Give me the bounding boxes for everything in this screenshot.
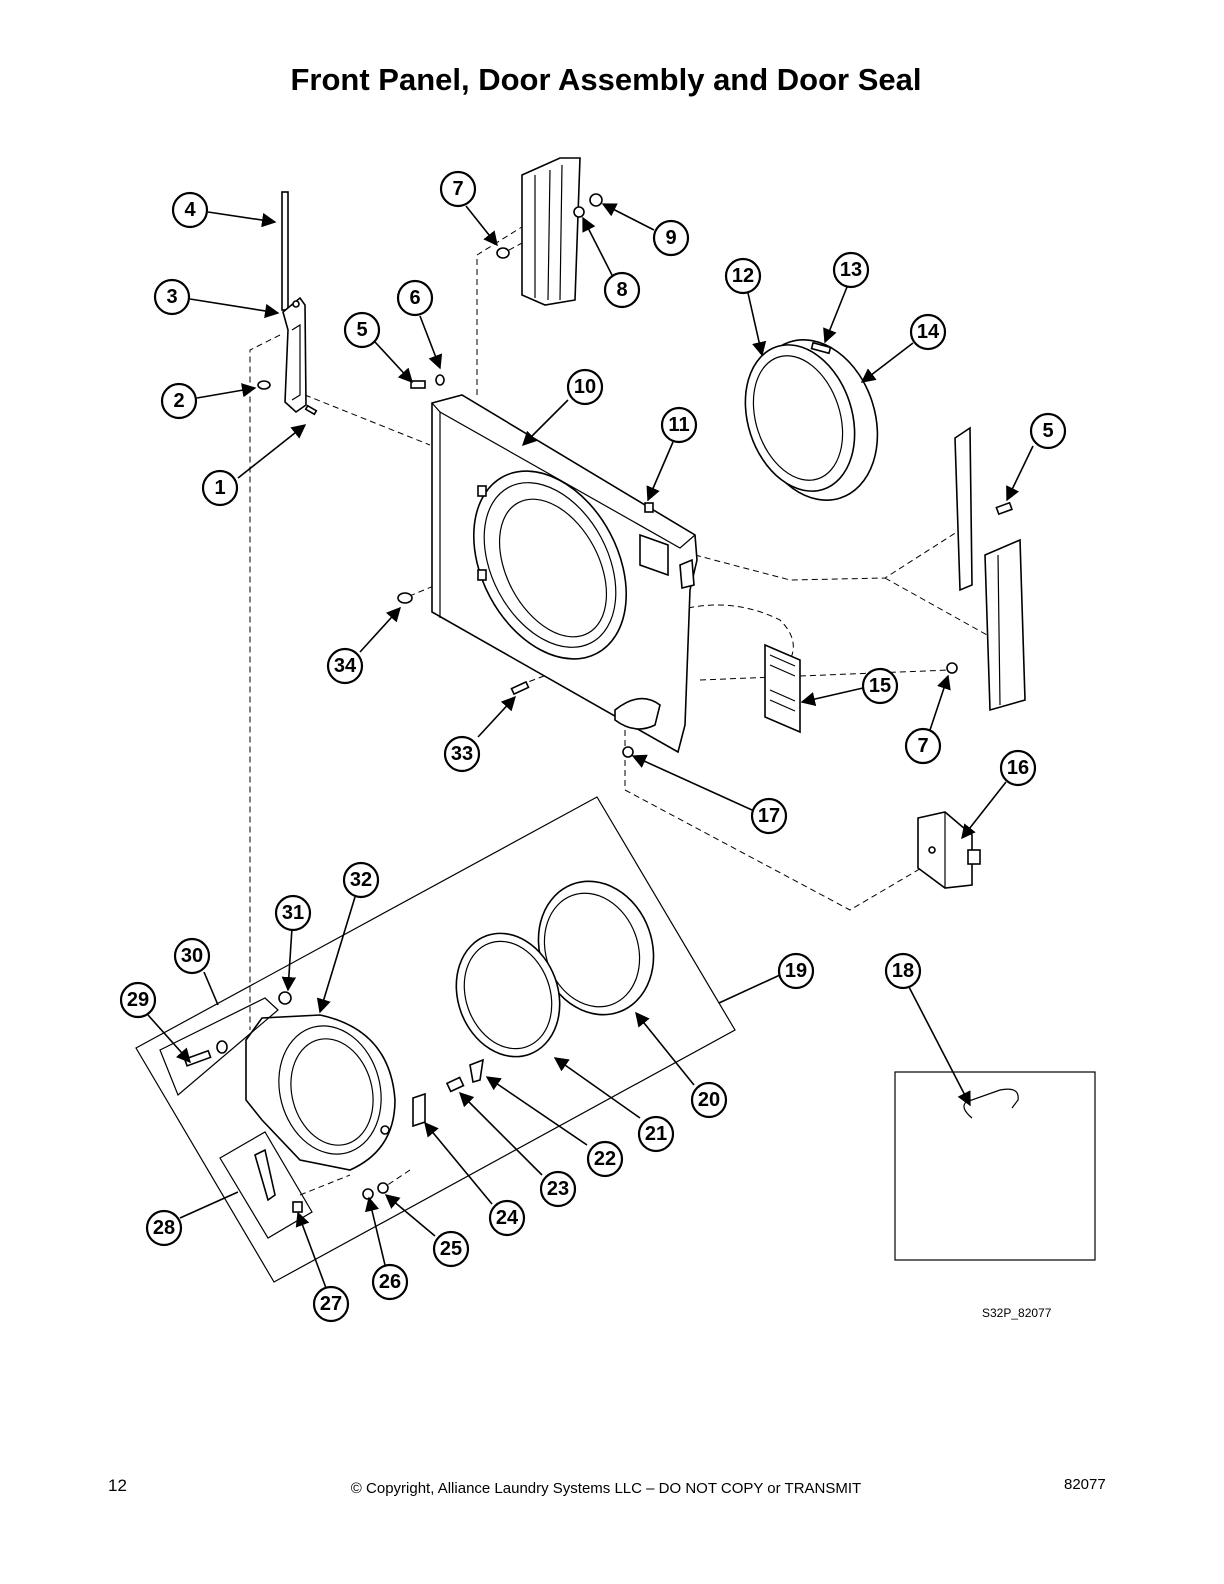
callout-label: 26 [379,1271,401,1293]
callout-18: 18 [884,952,922,990]
callout-label: 8 [616,279,627,301]
callout-28: 28 [145,1209,183,1247]
callout-label: 14 [917,321,940,343]
callout-label: 24 [496,1207,519,1229]
callout-11: 11 [660,406,698,444]
drawing-code: S32P_82077 [982,1306,1052,1320]
callout-26: 26 [371,1263,409,1301]
callout-label: 27 [320,1293,342,1315]
page-title: Front Panel, Door Assembly and Door Seal [290,62,922,97]
callout-27: 27 [312,1285,350,1323]
callout-label: 7 [452,178,463,200]
callout-label: 19 [785,960,807,982]
front-panel [431,394,698,754]
callout-label: 12 [732,265,754,287]
callout-label: 28 [153,1217,175,1239]
callout-6: 6 [396,279,434,317]
callout-3: 3 [153,278,191,316]
callout-12: 12 [724,257,762,295]
copyright-notice: © Copyright, Alliance Laundry Systems LL… [350,1480,862,1497]
callout-label: 5 [356,319,367,341]
callout-label: 13 [840,259,862,281]
callout-label: 32 [350,869,372,891]
callout-17: 17 [750,797,788,835]
door-seal [744,339,879,501]
right-side-rail [954,426,1026,712]
callout-label: 6 [409,287,420,309]
callout-23: 23 [539,1170,577,1208]
callout-label: 5 [1042,420,1053,442]
accessory-box [894,1071,1096,1261]
callout-7: 7 [439,170,477,208]
callout-label: 29 [127,989,149,1011]
callout-label: 20 [698,1089,720,1111]
door-glass-ring [455,932,561,1058]
callout-label: 11 [668,414,689,436]
callout-label: 34 [334,655,357,677]
callout-label: 25 [440,1238,462,1260]
hinge-screw [257,380,271,390]
callout-14: 14 [909,313,947,351]
document-number: 82077 [1064,1476,1106,1493]
callout-label: 23 [547,1178,569,1200]
callout-5b: 5 [1029,412,1067,450]
callout-label: 7 [917,735,928,757]
hinge-pin [281,191,289,311]
callout-31: 31 [274,894,312,932]
door-assembly-outline [135,796,736,1283]
callout-30: 30 [173,937,211,975]
callout-15: 15 [861,667,899,705]
callout-33: 33 [443,735,481,773]
callout-13: 13 [832,251,870,289]
callout-label: 17 [758,805,780,827]
left-side-rail [521,157,581,306]
callout-32: 32 [342,861,380,899]
callout-22: 22 [586,1140,624,1178]
callout-label: 16 [1007,757,1029,779]
door-frame [245,1014,396,1171]
callout-label: 15 [869,675,891,697]
callout-label: 1 [214,477,225,499]
callout-8: 8 [603,271,641,309]
callout-label: 9 [665,227,676,249]
callout-16: 16 [999,749,1037,787]
callout-4: 4 [171,191,209,229]
callout-label: 21 [645,1123,667,1145]
callout-label: 31 [282,902,304,924]
callout-label: 3 [166,286,177,308]
callout-19: 19 [777,952,815,990]
fasteners [397,193,1013,758]
callout-1: 1 [201,469,239,507]
callout-label: 30 [181,945,203,967]
callout-20: 20 [690,1081,728,1119]
callout-2: 2 [160,382,198,420]
callout-21: 21 [637,1115,675,1153]
callout-7b: 7 [904,727,942,765]
callout-24: 24 [488,1199,526,1237]
callout-29: 29 [119,981,157,1019]
door-handle-parts [159,991,484,1239]
callout-label: 4 [184,199,196,221]
hinge-pin-clip [304,404,318,416]
callout-label: 18 [892,960,914,982]
warning-label [764,643,801,734]
page-number: 12 [108,1476,127,1495]
callout-34: 34 [326,647,364,685]
hinge-bracket [282,296,307,414]
callout-9: 9 [652,219,690,257]
leader-lines [147,203,1034,1289]
callout-label: 2 [173,390,184,412]
callout-label: 33 [451,743,473,765]
door-lock [917,811,981,889]
callout-25: 25 [432,1230,470,1268]
callout-label: 22 [594,1148,616,1170]
callout-10: 10 [566,368,604,406]
callout-5: 5 [343,311,381,349]
callout-label: 10 [574,376,596,398]
